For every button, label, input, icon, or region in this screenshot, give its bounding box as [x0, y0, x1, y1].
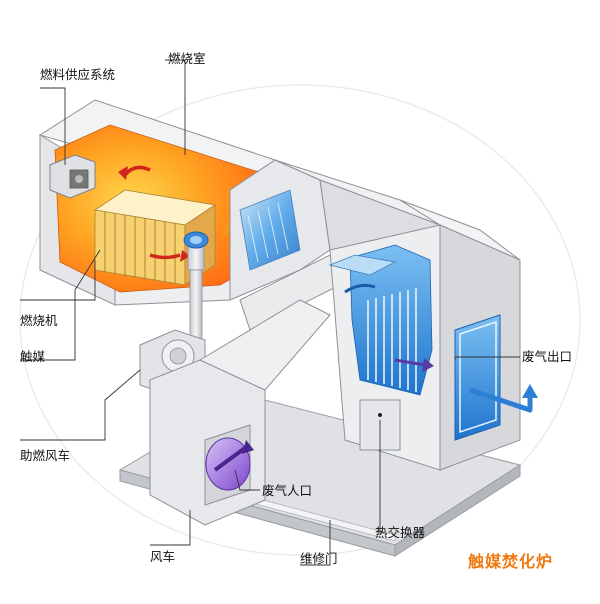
diagram-title: 触媒焚化炉: [468, 548, 553, 572]
label-exhaust-outlet: 废气出口: [522, 350, 572, 364]
label-fan: 风车: [150, 550, 175, 564]
label-fuel-supply: 燃料供应系统: [40, 68, 115, 82]
label-maintenance-door: 维修门: [300, 552, 338, 566]
label-combustion-fan: 助燃风车: [20, 449, 70, 463]
label-combustion-chamber: 燃烧室: [168, 52, 206, 66]
label-burner: 燃烧机: [20, 314, 58, 328]
label-exhaust-inlet: 废气人口: [262, 484, 312, 498]
label-heat-exchanger: 热交换器: [375, 526, 425, 540]
label-catalyst: 触媒: [20, 350, 45, 364]
